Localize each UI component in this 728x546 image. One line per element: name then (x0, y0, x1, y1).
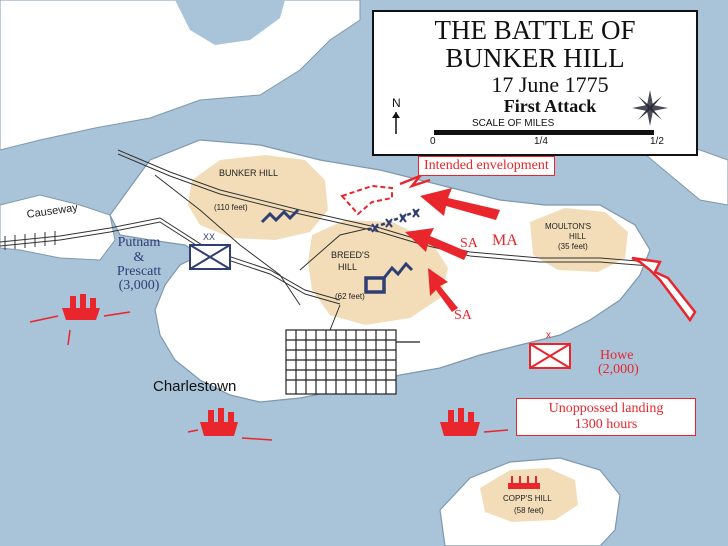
sa-label-1: SA (460, 236, 478, 251)
sa-label-2: SA (454, 308, 472, 323)
breeds-hill-area (308, 220, 448, 325)
landing-annotation: Unoppossed landing 1300 hours (516, 398, 696, 436)
scale-tick-quarter: 1/4 (534, 136, 548, 147)
north-arrow-icon (392, 112, 400, 134)
copps-hill-label: COPP'S HILL (503, 494, 552, 503)
landing-arrow (631, 256, 697, 323)
ma-label: MA (492, 232, 518, 249)
copps-hill-elevation: (58 feet) (514, 506, 544, 515)
american-strength: (3,000) (118, 278, 160, 293)
north-shore (0, 0, 361, 151)
map-title-line2: BUNKER HILL (445, 43, 625, 73)
charlestown-label: Charlestown (153, 378, 237, 395)
causeway-track (4, 231, 56, 250)
moultons-hill-label-1: MOULTON'S (545, 222, 592, 231)
map-title-line1: THE BATTLE OF (434, 15, 636, 45)
ship-west (29, 294, 131, 346)
scale-tick-0: 0 (430, 136, 436, 147)
ship-south-west (187, 408, 273, 441)
british-strength: (2,000) (598, 362, 639, 377)
american-name-3: Prescatt (116, 264, 162, 279)
title-box: THE BATTLE OF BUNKER HILL 17 June 1775 F… (372, 10, 698, 156)
scale-label: SCALE OF MILES (472, 118, 555, 129)
roads (0, 149, 651, 346)
attack-arrow-breeds-north (405, 228, 468, 260)
bunker-hill-area (188, 155, 328, 240)
british-name: Howe (600, 348, 634, 363)
bunker-hill-label: BUNKER HILL (219, 168, 279, 178)
landing-annotation-line2: 1300 hours (574, 417, 638, 432)
british-unit-symbol (529, 343, 571, 369)
landing-annotation-line1: Unoppossed landing (548, 401, 664, 416)
envelopment-arrow (340, 184, 393, 216)
scale-bar (434, 130, 654, 135)
envelopment-connector (399, 173, 431, 189)
attack-arrow-rail-fence (420, 188, 500, 220)
moultons-hill-label-2: HILL (569, 232, 586, 241)
map-date: 17 June 1775 (491, 72, 609, 97)
map-subtitle: First Attack (503, 96, 597, 116)
charlestown-grid (285, 329, 420, 395)
copps-hill-battery (508, 476, 540, 489)
breeds-hill-label-1: BREED'S (331, 250, 370, 260)
breeds-hill-label-2: HILL (338, 262, 358, 272)
moultons-hill-area (530, 208, 628, 272)
west-shore (0, 194, 116, 261)
american-echelon: XX (203, 232, 216, 242)
breeds-hill-redoubt (364, 276, 386, 294)
british-echelon: x (546, 330, 551, 341)
north-cove (175, 0, 285, 45)
copps-hill-area (480, 468, 578, 522)
american-name-2: & (133, 250, 145, 265)
bunker-hill-elevation: (110 feet) (214, 203, 248, 212)
scale-tick-half: 1/2 (650, 136, 664, 147)
american-name-1: Putnam (117, 235, 161, 250)
compass-rose-icon (632, 90, 668, 126)
attack-arrow-breeds-south (428, 268, 458, 312)
ship-south (440, 408, 509, 436)
american-unit-symbol (189, 244, 231, 270)
breeds-hill-breastwork (382, 261, 414, 279)
rail-fence-marks (371, 208, 420, 233)
breeds-hill-elevation: (62 feet) (335, 292, 365, 301)
north-label: N (392, 96, 401, 110)
bunker-hill-entrenchment (260, 208, 300, 224)
envelopment-annotation: Intended envelopment (418, 156, 555, 176)
moultons-hill-elevation: (35 feet) (558, 242, 588, 251)
british-attack-arrows (405, 188, 500, 312)
